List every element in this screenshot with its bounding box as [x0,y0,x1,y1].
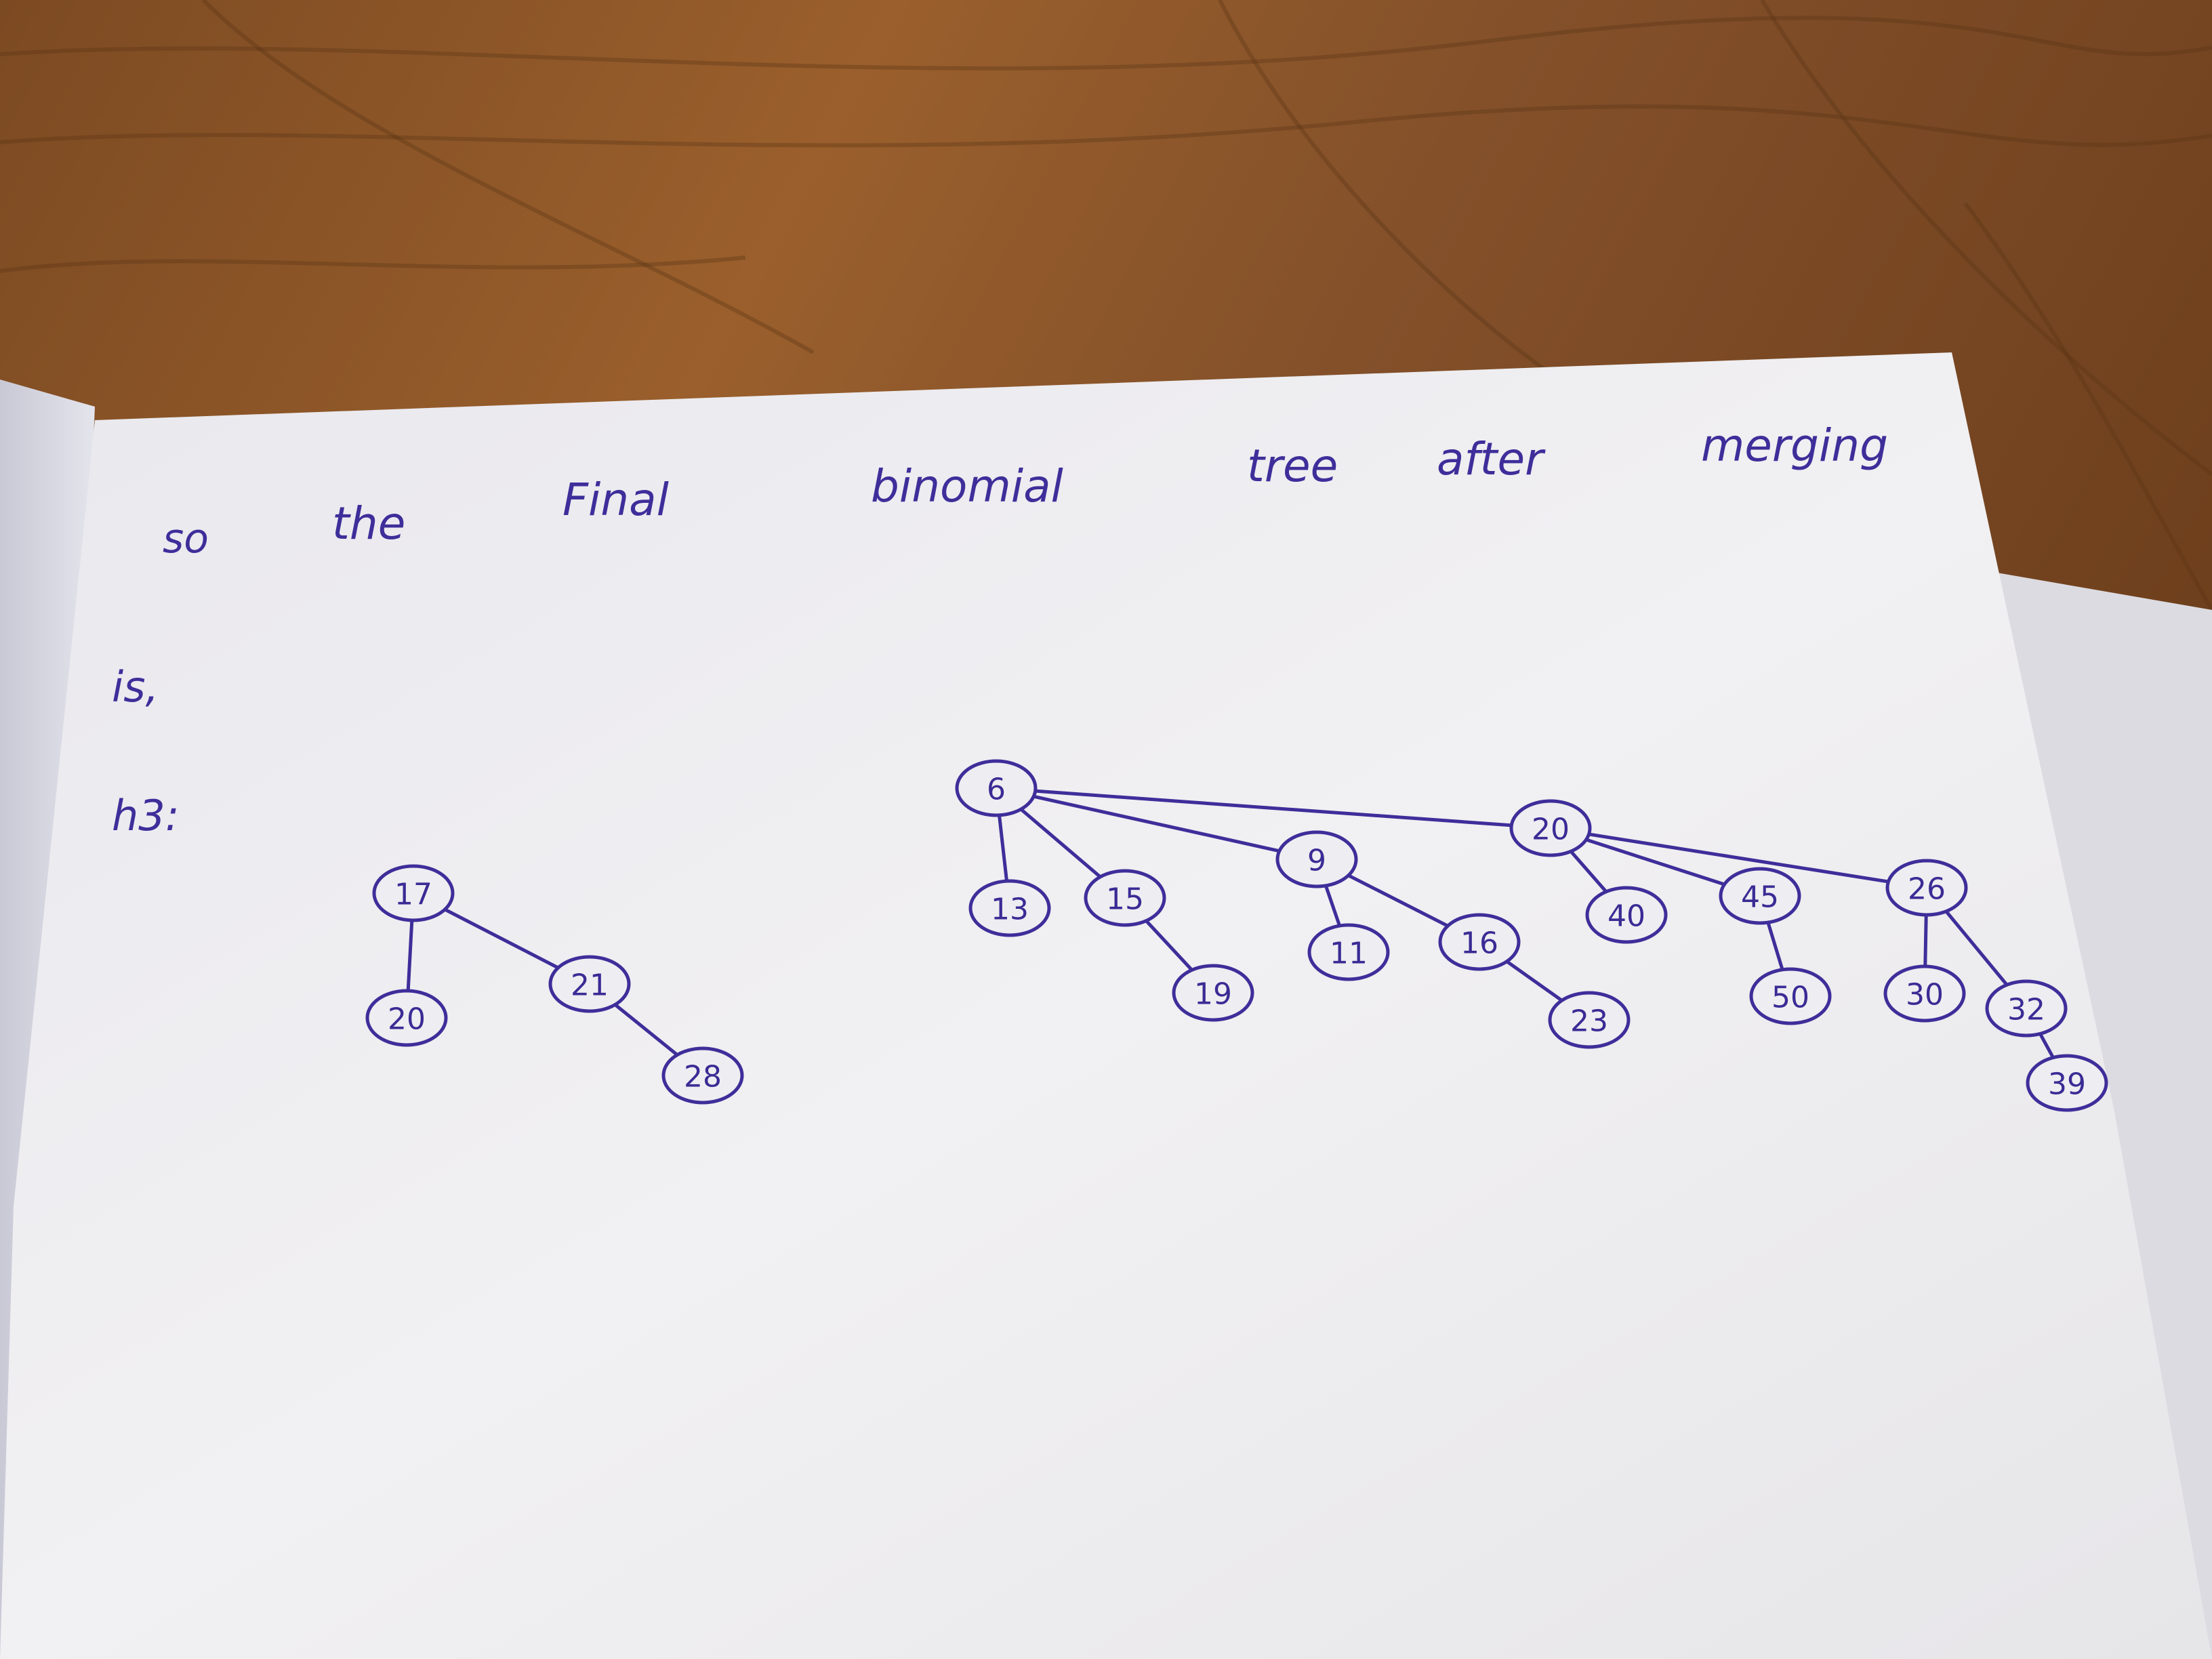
node-label: 19 [1194,977,1232,1012]
tree-node: 9 [1275,830,1358,888]
tree-edge [1549,826,1929,890]
node-label: 30 [1906,978,1944,1012]
node-label: 15 [1106,882,1144,917]
heading-word: binomial [871,460,1064,512]
heap-label: h3: [112,791,180,840]
paper-sheet [0,352,2212,1659]
heading-line2: is, [112,662,159,712]
tree-node: 20 [365,989,448,1047]
tree-node: 19 [1172,964,1254,1022]
node-label: 21 [571,968,609,1003]
heading-word: so [163,515,209,562]
tree-edge [994,786,1553,830]
node-label: 16 [1460,926,1498,961]
node-circle [1585,886,1668,944]
node-label: 45 [1741,880,1779,915]
node-label: 40 [1607,899,1645,934]
node-circle [1307,923,1390,981]
node-circle [1084,869,1166,927]
tree-node: 17 [372,864,455,922]
node-circle [365,989,448,1047]
tree-node: 15 [1084,869,1166,927]
tree-node: 23 [1548,991,1631,1049]
tree-node: 40 [1585,886,1668,944]
tree-node: 21 [548,955,631,1013]
node-label: 9 [1307,844,1326,878]
tree-node: 13 [968,879,1051,937]
tree-node: 30 [1883,964,1966,1023]
node-label: 26 [1908,872,1946,907]
heading-word: Final [562,474,670,526]
node-circle [1509,799,1592,857]
tree-node: 11 [1307,923,1390,981]
node-circle [1749,967,1832,1025]
node-circle [661,1046,744,1105]
heading-word: tree [1247,440,1338,492]
node-circle [372,864,455,922]
node-label: 39 [2048,1067,2086,1102]
tree-node: 20 [1509,799,1592,857]
node-label: 23 [1570,1004,1608,1039]
node-circle [1985,979,2068,1038]
node-circle [955,759,1038,817]
node-circle [1883,964,1966,1023]
node-label: 20 [388,1002,426,1037]
tree-edge [994,786,1319,861]
node-label: 28 [684,1060,722,1094]
node-label: 11 [1330,937,1368,971]
tree-node: 26 [1885,859,1968,917]
tree-node: 16 [1438,913,1521,971]
node-label: 17 [394,878,432,912]
node-circle [1438,913,1521,971]
node-circle [548,955,631,1013]
node-label: 20 [1532,813,1570,847]
node-circle [1275,830,1358,888]
node-label: 13 [991,893,1029,927]
heading: so the Final binomial tree after merging… [112,419,1888,840]
heading-word: the [332,497,405,550]
node-circle [1172,964,1254,1022]
node-label: 32 [2007,993,2045,1027]
node-label: 50 [1771,981,1809,1015]
node-circle [1885,859,1968,917]
node-circle [968,879,1051,937]
tree-node: 45 [1719,867,1801,925]
tree-node: 6 [955,759,1038,817]
tree-nodes: 17 20 21 28 6 13 15 19 9 11 16 23 20 40 45 50 26 30 32 39 [365,759,2108,1112]
tree-node: 39 [2026,1054,2108,1112]
node-label: 6 [987,773,1006,807]
heading-word: merging [1701,419,1888,472]
node-circle [1719,867,1801,925]
tree-node: 28 [661,1046,744,1105]
tree-node: 50 [1749,967,1832,1025]
tree-node: 32 [1985,979,2068,1038]
heading-word: after [1437,433,1546,485]
wood-grain [0,0,2212,611]
node-circle [2026,1054,2108,1112]
node-circle [1548,991,1631,1049]
